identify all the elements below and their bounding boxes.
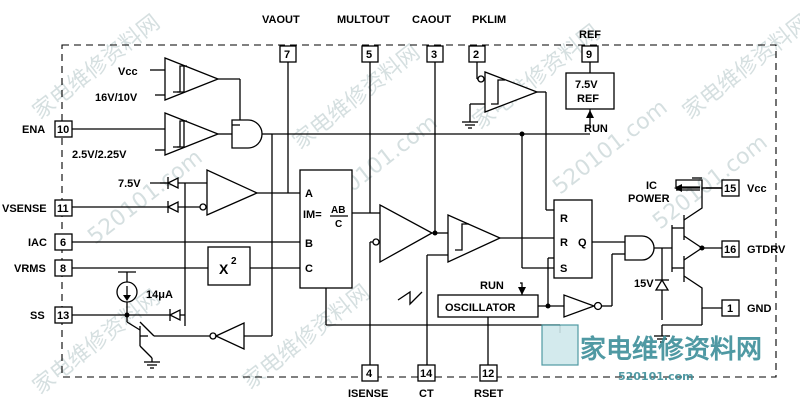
pin-11 [54,199,73,217]
multiplier-box [299,169,353,289]
run-label-osc: RUN [480,280,504,292]
pin-2-number: 2 [473,49,479,61]
oscillator-text: OSCILLATOR [445,302,516,314]
gnd-label: GND [747,303,772,315]
isense-label: ISENSE [348,388,388,400]
rset-label: RSET [474,388,504,400]
clamp-7v5-label: 7.5V [118,178,141,190]
ic-power-arrow [674,184,722,192]
pin-6-number: 6 [60,237,66,249]
reference-block: 7.5V REF RUN [565,62,615,135]
pin-7-number: 7 [284,49,290,61]
pin-12-number: 12 [482,368,494,380]
latch-s: S [560,263,567,275]
square-exponent: 2 [231,256,237,267]
vrms-label: VRMS [14,263,46,275]
latch-q: Q [578,237,587,249]
pin-13-number: 13 [57,310,69,322]
ena-threshold-label: 2.5V/2.25V [72,149,127,161]
output-inverter [563,253,625,318]
site-logo-text: 家电维修资料网 [580,334,762,365]
oscillator-block: OSCILLATOR RUN [397,257,564,365]
pin-11-number: 11 [57,203,69,215]
mult-input-c: C [305,263,313,275]
ena-comparator [72,112,232,156]
pin-1-number: 1 [727,303,733,315]
run-label-top: RUN [584,123,608,135]
iac-label: IAC [28,237,47,249]
ic-power-label-line2: POWER [628,193,670,205]
mult-formula-den: C [335,219,342,230]
ss-label: SS [30,310,45,322]
latch-r1: R [560,213,568,225]
vaout-label: VAOUT [262,14,300,26]
uvlo-comparator [150,57,241,125]
zener-voltage-label: 15V [634,278,654,290]
pin-3-number: 3 [431,49,437,61]
mult-formula-num: AB [331,205,345,216]
gate-driver-stage [654,177,722,343]
pin-9-number: 9 [586,49,592,61]
ct-label: CT [419,388,434,400]
watermark-text: 家电维修资料网 [678,10,800,125]
pklim-comparator [462,62,554,211]
mult-input-a: A [305,188,313,200]
ref-label: REF [579,29,601,41]
square-x: X [219,261,229,277]
pin-15-number: 15 [724,183,736,195]
pin-4-number: 4 [366,368,373,380]
vcc-label: Vcc [118,66,138,78]
current-amplifier [369,62,448,365]
current-source-label: 14μA [146,289,173,301]
site-logo: 家电维修资料网 520101.com [541,324,762,383]
multout-label: MULTOUT [337,14,390,26]
zener-diode [654,248,670,320]
pin-14-number: 14 [420,368,433,380]
pklim-label: PKLIM [472,14,506,26]
pwm-latch: R R S Q [519,131,625,279]
vcc-out-label: Vcc [747,183,767,195]
ref-voltage-text: 7.5V [575,79,598,91]
output-and-gate [624,235,672,261]
mult-input-b: B [305,238,313,250]
watermark-text: 家电维修资料网 [28,285,165,400]
pwm-comparator [426,214,554,365]
caout-label: CAOUT [412,14,451,26]
site-logo-url: 520101.com [618,370,694,383]
square-block: X 2 [207,246,251,286]
gtdrv-label: GTDRV [747,244,786,256]
pin-16 [721,240,740,258]
pin-16-number: 16 [724,244,736,256]
pin-5-number: 5 [366,49,372,61]
vsense-label: VSENSE [2,203,47,215]
uvlo-threshold-label: 16V/10V [95,92,138,104]
mult-formula-prefix: IM= [303,209,322,221]
latch-r2: R [560,237,568,249]
latch-box [553,199,593,279]
clamp-diodes [150,176,179,214]
watermark-text: 家电维修资料网 [28,10,165,125]
multiplier-block: A IM= AB C B C [72,169,370,289]
soft-start-network [72,271,272,369]
pin-10-number: 10 [57,124,69,136]
ena-label: ENA [22,124,45,136]
enable-and-gate [231,119,590,336]
pin-8-number: 8 [60,263,66,275]
ref-text: REF [577,93,599,105]
ic-power-label-line1: IC [646,180,657,192]
